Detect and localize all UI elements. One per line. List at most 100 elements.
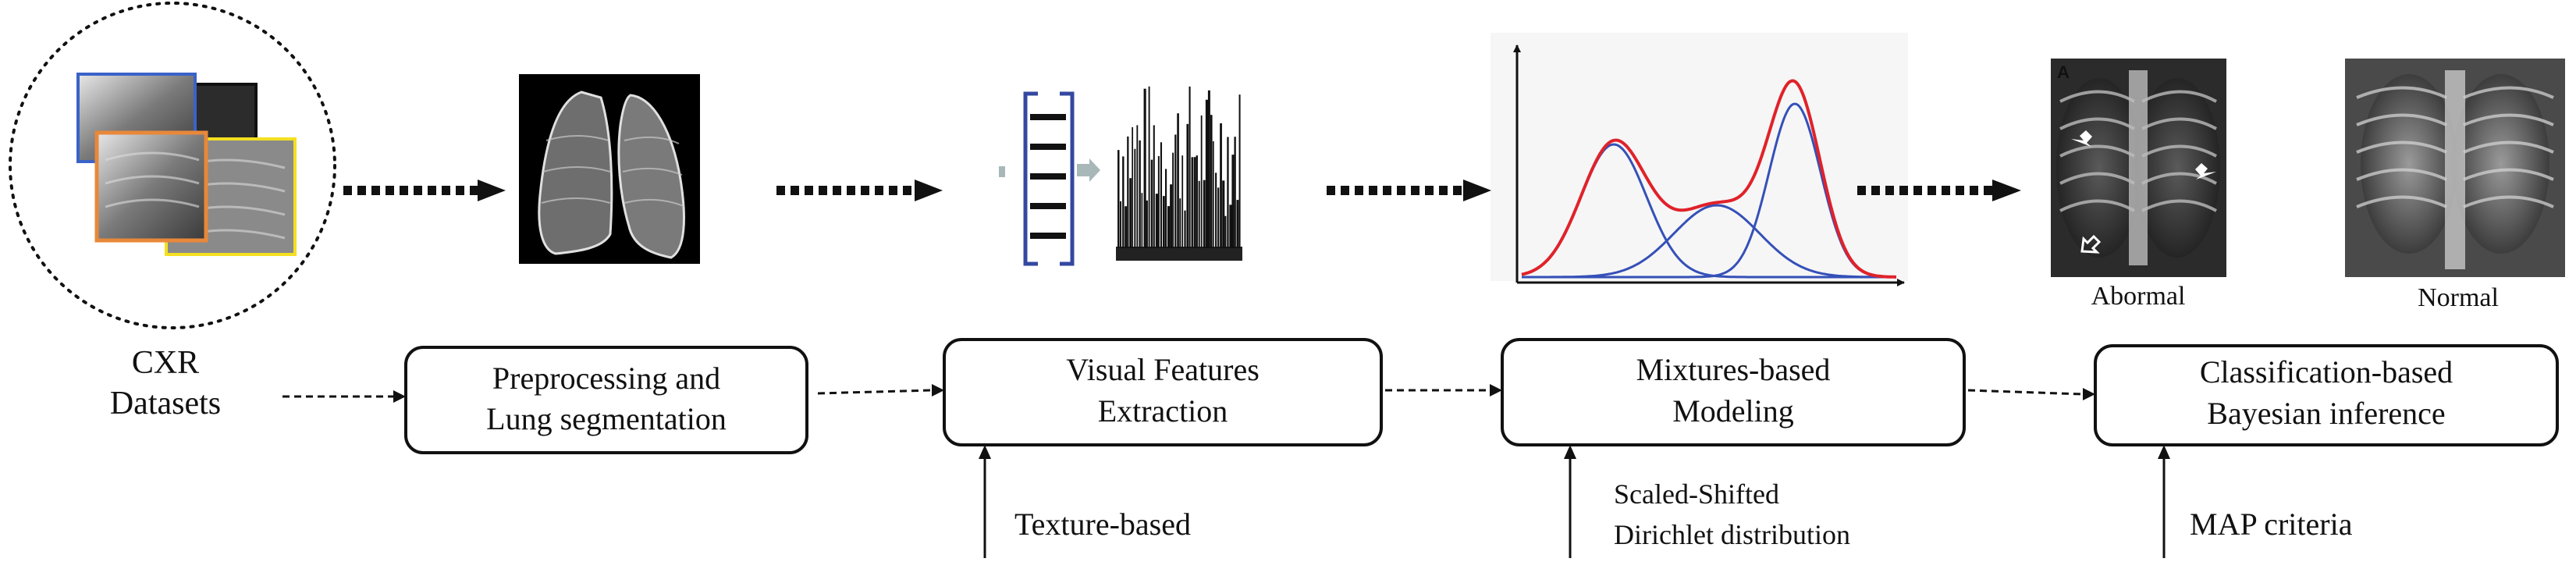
histogram-bar [1213,140,1214,248]
histogram-bar [1203,180,1206,248]
histogram-bar [1207,90,1210,248]
histogram-bar [1227,137,1229,248]
histogram-bar [1127,136,1129,248]
dataset-circle [9,2,336,329]
classification-box [2094,344,2559,446]
histogram-bar [1193,157,1196,248]
histogram-bar [1146,200,1148,248]
stage-features-line2: Extraction [1098,393,1228,429]
stage-mixtures-line2: Modeling [1672,393,1794,429]
histogram-bar [1150,159,1153,248]
vector-bracket-left [1023,91,1038,266]
abnormal-arrow-icon [2195,163,2216,180]
histogram-bar [1191,157,1193,248]
left-lung-mask [538,91,613,255]
histogram-bar [1122,156,1125,248]
feature-extraction-image [999,86,1242,266]
histogram-bar [1155,194,1158,248]
histogram-bar [1157,156,1160,248]
histogram-bar [1170,184,1173,248]
histogram-bar [1153,125,1155,248]
abnormal-xray: A [2051,59,2226,277]
input-ssd-line2: Dirichlet distribution [1614,519,1850,550]
histogram-bar [1234,137,1236,248]
features-box [943,338,1383,446]
stage-preprocessing-line1: Preprocessing and [492,361,720,396]
abnormal-label: Abormal [2091,282,2186,311]
dataset-images [9,2,336,329]
histogram-bar [1196,155,1198,248]
stage-classification-line1: Classification-based [2200,354,2453,389]
histogram-bar [1198,180,1200,248]
histogram-bar [1148,86,1150,248]
histogram-bar [1231,155,1235,248]
abnormal-arrow-icon [2071,130,2092,147]
cxr-thumb-orange-ribs [105,151,200,208]
normal-xray [2345,59,2565,277]
histogram-bar [1125,206,1128,248]
cxr-thumb-orange [94,130,208,243]
histogram-bar [1167,206,1171,248]
vector-arrow [1077,158,1100,182]
stage-datasets-line2: Datasets [110,386,221,421]
histogram-bar [1220,123,1222,248]
histogram-bar [1186,123,1189,248]
vector-bracket-right [1060,91,1075,266]
mixtures-box [1501,338,1966,446]
histogram-base [1116,247,1242,261]
histogram-bar [1177,113,1179,248]
histogram-bar [1210,115,1213,248]
input-ssd-line1: Scaled-Shifted [1614,478,1779,510]
histogram-bar [1229,204,1232,248]
vector-entries [1030,114,1066,239]
histogram-bar [1165,169,1167,248]
histogram-bar [1179,198,1181,248]
input-texture-label: Texture-based [1014,507,1191,542]
histogram-bar [1222,180,1225,248]
input-map-label: MAP criteria [2190,507,2353,542]
stage-connector-heads [393,384,2095,403]
xray-badge: A [2057,62,2070,82]
histogram-bar [1184,210,1186,248]
histogram-bar [1117,150,1120,248]
histogram-bar [1189,86,1191,248]
preprocessing-box [404,346,808,454]
histogram-bar [1236,200,1239,248]
normal-label: Normal [2418,283,2499,312]
histogram-bar [1136,125,1139,248]
stage-preprocessing-line2: Lung segmentation [486,401,727,436]
histogram-bar [1200,115,1203,248]
input-arrows [983,459,2166,558]
mixture-plot [1491,33,1908,286]
histogram-bar [1141,193,1143,248]
histogram-bar [1172,152,1174,248]
right-lung-mask [617,94,685,259]
histogram-bar [1129,178,1132,248]
histogram-bar [1205,99,1208,248]
histogram-bar [1238,94,1241,249]
input-arrow-heads [979,445,2170,459]
stage-mixtures-line1: Mixtures-based [1636,352,1831,387]
stage-connectors [282,389,2084,398]
mixture-curve [1521,79,1896,279]
histogram-bar [1215,172,1217,248]
histogram-bar [1224,215,1227,248]
histogram-bar [1132,126,1134,248]
segmented-lungs-image [519,74,700,264]
histogram-bar [1143,88,1146,249]
histogram-bar [1174,134,1177,248]
histogram-bar [1181,155,1184,248]
histogram-bar [1139,140,1141,248]
histogram-bar [1160,142,1163,248]
abnormal-arrow-icon [2080,234,2102,254]
top-dotted-arrows [343,180,2021,201]
stage-features-line1: Visual Features [1066,352,1260,387]
stage-datasets-line1: CXR [132,345,199,381]
histogram-bar [1134,148,1136,248]
histogram-bar [1217,187,1220,248]
histogram-bar [1162,196,1165,248]
input-marker [999,166,1005,177]
texture-histogram [1117,86,1241,249]
histogram-bar [1120,201,1122,248]
